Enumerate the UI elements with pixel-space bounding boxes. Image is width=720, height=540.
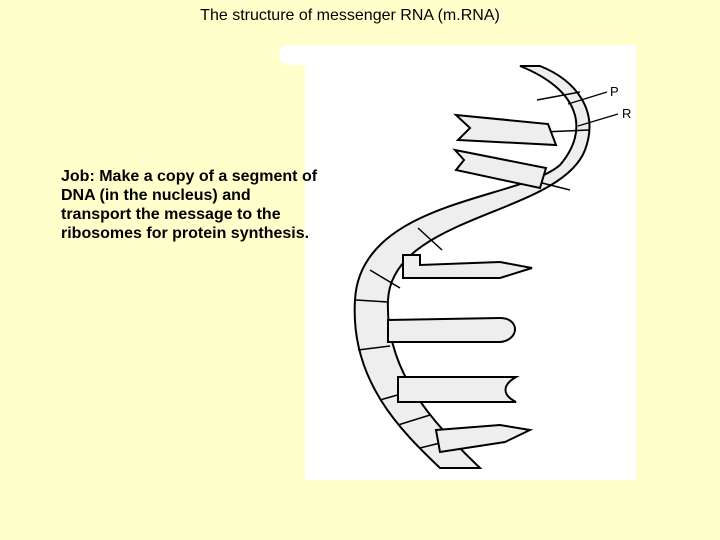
ribose-label: R <box>622 106 631 121</box>
base-1 <box>453 113 558 147</box>
base-4-uracil <box>387 316 516 343</box>
backbone-strand <box>353 65 591 469</box>
base-3-adenine <box>402 254 533 279</box>
phosphate-pointer <box>567 91 608 105</box>
phosphate-label: P <box>610 84 619 99</box>
image-panel-tab <box>279 45 309 65</box>
base-2 <box>452 148 548 190</box>
backbone-ticks <box>355 91 590 449</box>
base-6-guanine <box>434 423 534 454</box>
base-5-cytosine <box>397 376 520 403</box>
job-description: Job: Make a copy of a segment of DNA (in… <box>61 168 318 242</box>
ribose-pointer <box>577 113 619 127</box>
page-title: The structure of messenger RNA (m.RNA) <box>200 7 500 24</box>
